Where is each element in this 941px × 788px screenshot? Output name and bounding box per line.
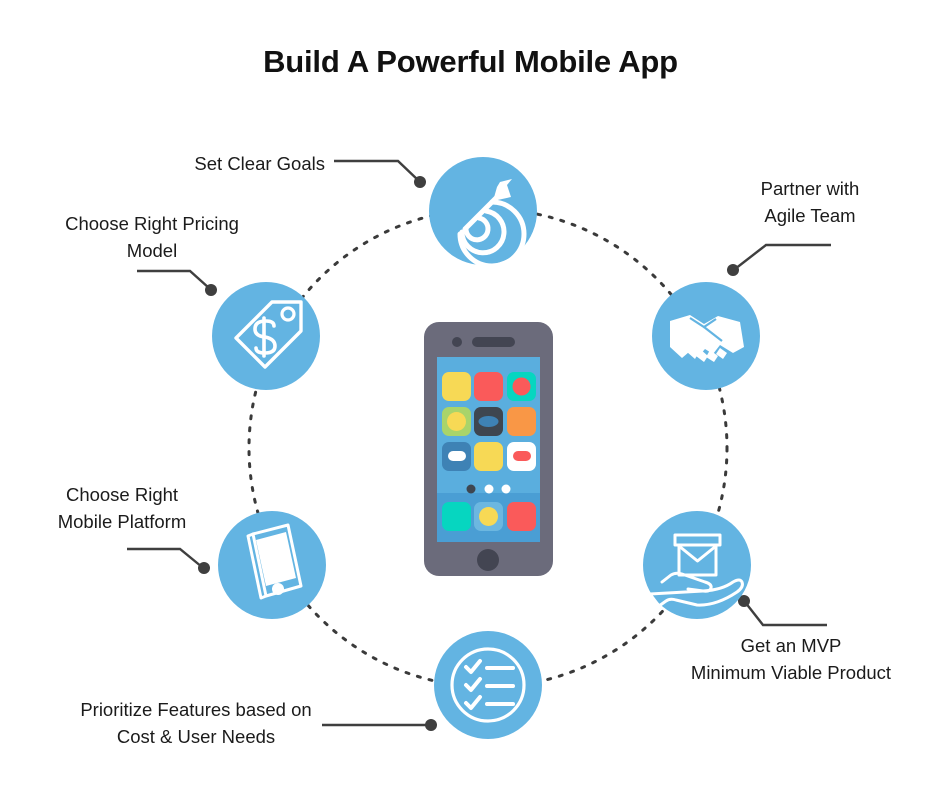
app-icon xyxy=(474,442,503,471)
app-icon-glyph xyxy=(447,412,466,431)
connector-dot-partner-agile-team xyxy=(727,264,739,276)
page-dot xyxy=(484,484,494,494)
label-partner-agile-team-line1: Partner with xyxy=(761,178,860,199)
connectors xyxy=(127,159,831,731)
page-dot-active xyxy=(466,484,476,494)
connector-dot-choose-mobile-platform xyxy=(198,562,210,574)
label-prioritize-features-line1: Prioritize Features based on xyxy=(80,699,311,720)
node-choose-mobile-platform[interactable] xyxy=(218,511,326,619)
checklist-icon xyxy=(450,647,526,723)
central-phone-illustration xyxy=(424,322,553,576)
connector-partner-agile-team xyxy=(734,243,831,270)
target-arrow-icon xyxy=(457,179,527,269)
node-circle-get-an-mvp[interactable] xyxy=(643,511,751,619)
phone-dock-apps xyxy=(442,502,536,531)
app-icon xyxy=(442,372,471,401)
phone-app-grid xyxy=(442,372,536,471)
app-icon-glyph xyxy=(512,377,531,396)
node-prioritize-features[interactable] xyxy=(434,631,542,739)
app-icon xyxy=(507,407,536,436)
connector-dot-get-an-mvp xyxy=(738,595,750,607)
dock-app-icon xyxy=(442,502,471,531)
hand-package-icon xyxy=(648,533,744,608)
connector-dot-set-clear-goals xyxy=(414,176,426,188)
phone-camera-icon xyxy=(452,337,462,347)
phone-speaker xyxy=(472,337,515,347)
node-get-an-mvp[interactable] xyxy=(643,511,751,619)
price-tag-dollar-icon xyxy=(234,300,303,369)
node-set-clear-goals[interactable] xyxy=(429,157,537,269)
dock-app-icon xyxy=(507,502,536,531)
connector-get-an-mvp xyxy=(744,601,827,627)
dock-app-icon-glyph xyxy=(479,507,498,526)
node-partner-agile-team[interactable] xyxy=(652,282,760,390)
label-choose-mobile-platform-line2: Mobile Platform xyxy=(58,511,187,532)
label-get-an-mvp-line2: Minimum Viable Product xyxy=(691,662,891,683)
phone-home-button xyxy=(477,549,499,571)
connector-set-clear-goals xyxy=(334,159,420,182)
app-icon-glyph xyxy=(478,416,499,427)
label-set-clear-goals: Set Clear Goals xyxy=(194,153,325,174)
connector-choose-pricing-model xyxy=(137,269,210,289)
app-icon xyxy=(474,372,503,401)
label-prioritize-features-line2: Cost & User Needs xyxy=(117,726,275,747)
label-get-an-mvp-line1: Get an MVP xyxy=(741,635,842,656)
connector-dot-prioritize-features xyxy=(425,719,437,731)
node-labels: Set Clear Goals Partner with Agile Team … xyxy=(58,153,891,747)
connector-choose-mobile-platform xyxy=(127,547,203,568)
handshake-icon xyxy=(670,315,744,362)
label-choose-pricing-model-line1: Choose Right Pricing xyxy=(65,213,239,234)
connector-dot-choose-pricing-model xyxy=(205,284,217,296)
phone-page-dots xyxy=(466,484,511,494)
app-icon-glyph xyxy=(513,451,531,461)
label-partner-agile-team-line2: Agile Team xyxy=(764,205,855,226)
page-dot xyxy=(501,484,511,494)
app-icon-glyph xyxy=(448,451,466,461)
label-choose-mobile-platform-line1: Choose Right xyxy=(66,484,178,505)
smartphone-tilted-icon xyxy=(246,523,303,600)
page-title: Build A Powerful Mobile App xyxy=(263,44,678,79)
label-choose-pricing-model-line2: Model xyxy=(127,240,177,261)
node-choose-pricing-model[interactable] xyxy=(212,282,320,390)
